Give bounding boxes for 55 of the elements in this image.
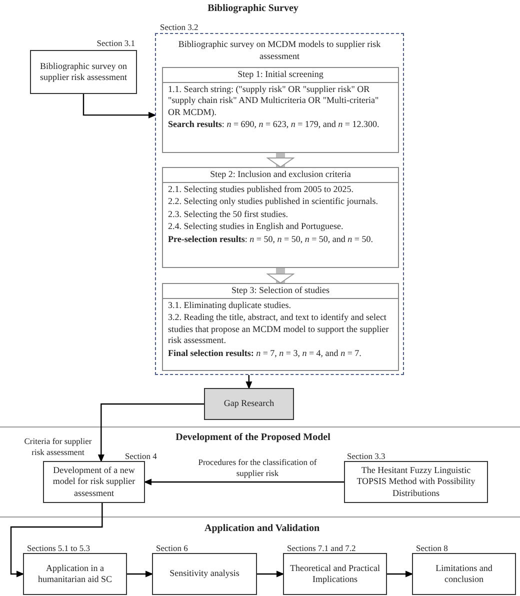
box-text: Theoretical and Practical Implications bbox=[289, 562, 381, 586]
block-arrow bbox=[267, 268, 294, 284]
process-box bbox=[283, 553, 387, 595]
section-label: Section 8 bbox=[416, 543, 448, 554]
box-text: Limitations and conclusion bbox=[434, 562, 494, 586]
step-heading: Step 3: Selection of studies bbox=[163, 284, 398, 298]
box-text: Sensitivity analysis bbox=[168, 568, 240, 580]
step-heading: Step 2: Inclusion and exclusion criteria bbox=[163, 168, 398, 182]
process-box bbox=[412, 553, 516, 595]
arrow bbox=[246, 375, 252, 388]
box-text: Development of a new model for risk supplier assessment bbox=[52, 464, 136, 500]
box-text: The Hesitant Fuzzy Linguistic TOPSIS Method with Possibility Distributions bbox=[356, 464, 476, 500]
box-text: Application in a humanitarian aid SC bbox=[37, 562, 113, 586]
section-label: Section 3.2 bbox=[160, 22, 198, 34]
box-text: Gap Research bbox=[222, 398, 276, 410]
block-arrow bbox=[267, 153, 294, 168]
arrow bbox=[127, 571, 152, 577]
arrow bbox=[144, 479, 344, 485]
section-heading: Development of the Proposed Model bbox=[176, 432, 330, 444]
section-label: Section 3.3 bbox=[347, 451, 386, 462]
arrow bbox=[257, 571, 284, 577]
arrow bbox=[98, 403, 204, 462]
step-text: 2.3. Selecting the 50 first studies. bbox=[167, 208, 289, 220]
section-label: Section 4 bbox=[125, 451, 157, 462]
arrow bbox=[82, 94, 156, 118]
step-box bbox=[162, 67, 399, 153]
step-text: Pre-selection results: n = 50, n = 50, n = 50, and n = 50. bbox=[167, 234, 374, 245]
box-text: Bibliographic survey on supplier risk assessment bbox=[39, 60, 128, 84]
process-box bbox=[23, 553, 127, 595]
step-box bbox=[162, 167, 399, 268]
step-text: 2.4. Selecting studies in English and Portuguese. bbox=[167, 221, 344, 232]
process-box bbox=[344, 461, 488, 503]
section-label: Sections 5.1 to 5.3 bbox=[27, 543, 90, 554]
step-text: Final selection results: n = 7, n = 3, n = 4, and n = 7. bbox=[167, 348, 362, 359]
section-heading: Bibliographic Survey bbox=[208, 3, 298, 14]
step-text: Search results: n = 690, n = 623, n = 179, and n = 12.300. bbox=[167, 119, 380, 130]
process-box bbox=[152, 553, 257, 595]
step-text: 2.2. Selecting only studies published in scientific journals. bbox=[167, 196, 379, 208]
step-text: 3.2. Reading the title, abstract, and text to identify and select studies that propose an MCDM model to support the supplier risk assessment. bbox=[167, 312, 390, 346]
arrow bbox=[10, 503, 103, 577]
section-label: Section 6 bbox=[156, 543, 188, 554]
arrow bbox=[387, 571, 412, 577]
step-text: 3.1. Eliminating duplicate studies. bbox=[167, 300, 292, 311]
process-box bbox=[43, 461, 145, 503]
process-box bbox=[30, 50, 137, 94]
step-heading: Step 1: Initial screening bbox=[163, 68, 398, 82]
group-title: Bibliographic survey on MCDM models to supplier risk assessment bbox=[177, 38, 382, 62]
step-text: 1.1. Search string: ("supply risk" OR "supplier risk" OR "supply chain risk" AND Multicriteria OR "Multi-criteria" OR MCDM). bbox=[167, 84, 380, 118]
step-box bbox=[162, 283, 399, 371]
section-label: Section 3.1 bbox=[96, 38, 135, 50]
section-label: Sections 7.1 and 7.2 bbox=[287, 543, 356, 554]
process-box bbox=[204, 388, 294, 420]
step-text: 2.1. Selecting studies published from 2005 to 2025. bbox=[167, 184, 354, 195]
section-heading: Application and Validation bbox=[204, 523, 320, 534]
group-container bbox=[155, 33, 404, 375]
